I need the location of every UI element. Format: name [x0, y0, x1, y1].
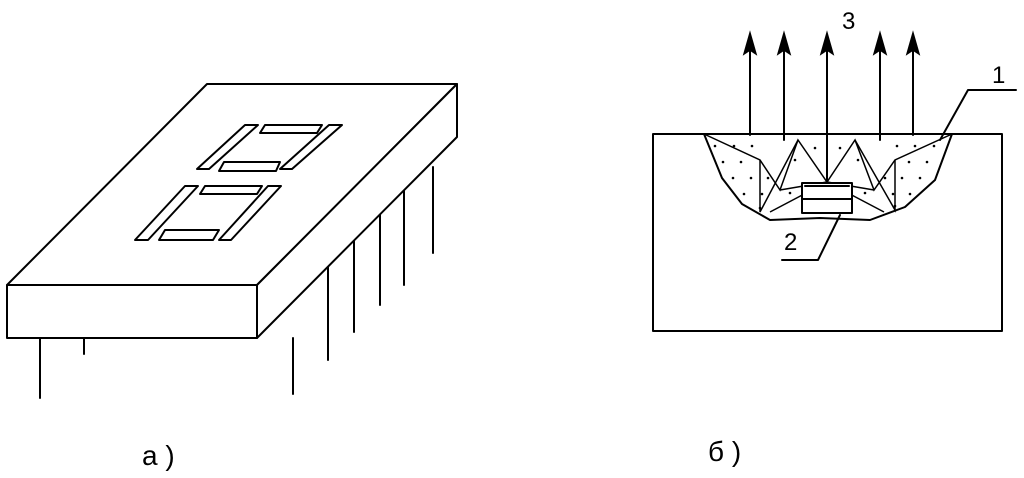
led-cross-section: [652, 30, 1017, 332]
label-2: 2: [784, 229, 797, 256]
segment-b-upper: [279, 124, 343, 170]
upper-digit: [196, 124, 343, 172]
caption-a: а ): [142, 440, 175, 471]
emitted-rays: [742, 30, 921, 183]
segment-g-lower: [199, 185, 263, 195]
arrowhead-icon: [872, 30, 888, 56]
back-pins: [327, 166, 434, 361]
segment-e-lower: [134, 185, 199, 241]
segment-g-upper: [218, 161, 281, 172]
arrowhead-icon: [905, 30, 921, 56]
lens-dots: [713, 144, 936, 210]
front-pins: [39, 337, 294, 399]
leader-line-2: [781, 214, 841, 261]
label-3: 3: [842, 8, 855, 35]
segment-c-lower: [218, 185, 282, 241]
leader-line-1: [939, 89, 1017, 141]
segment-f-upper: [196, 124, 259, 170]
reflected-rays-lower: [759, 139, 799, 213]
arrowhead-icon: [742, 30, 758, 56]
package-side-face: [256, 83, 458, 339]
segment-a-upper: [259, 124, 323, 134]
arrowhead-icon: [776, 30, 792, 56]
label-1: 1: [992, 62, 1005, 89]
lower-digit: [134, 185, 282, 241]
reflected-rays-lower-right: [854, 139, 896, 213]
package-front-face: [6, 284, 258, 339]
arrowhead-icon: [819, 30, 835, 56]
caption-b: б ): [708, 436, 741, 467]
seven-segment-package: [6, 83, 458, 399]
led-chip: [801, 182, 853, 214]
segment-d-lower: [158, 229, 220, 241]
